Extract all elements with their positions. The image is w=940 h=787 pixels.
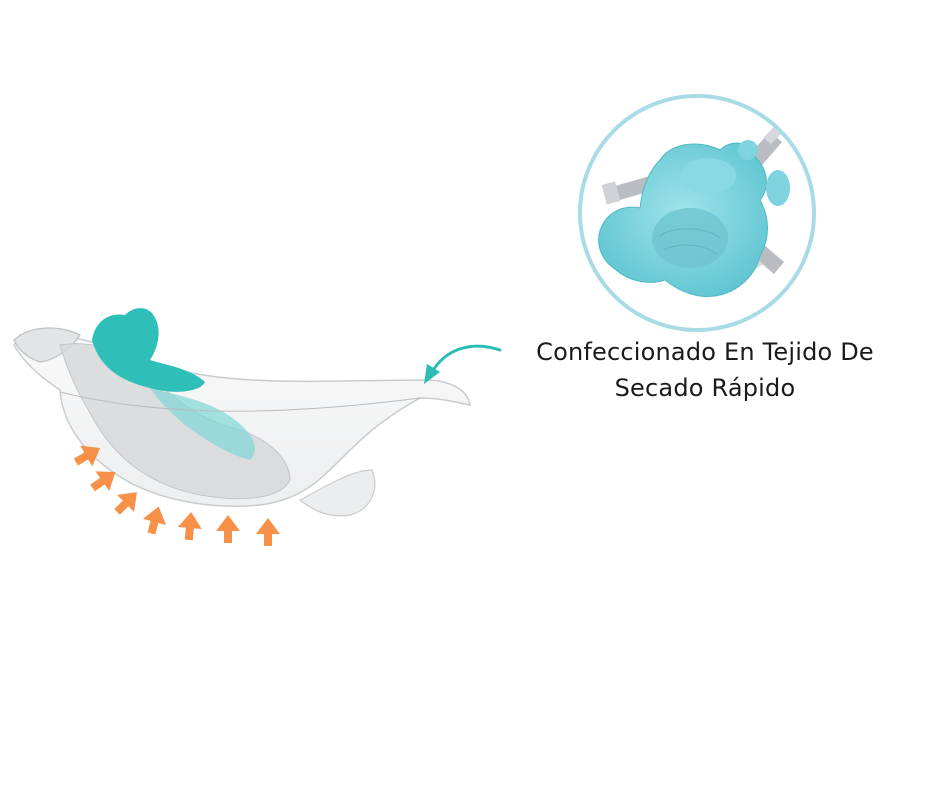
caption-line-1: Confeccionado En Tejido De — [536, 338, 874, 366]
strap-left — [615, 176, 654, 200]
up-arrow-icon — [73, 445, 101, 467]
bathtub-illustration — [13, 308, 471, 517]
water-line — [59, 391, 421, 412]
up-arrow-icon — [256, 518, 280, 546]
cushion-ear — [766, 170, 790, 206]
cushion-teal-head — [92, 308, 205, 392]
cushion-mesh — [652, 208, 728, 268]
cushion-head — [680, 158, 736, 194]
up-arrow-icon — [216, 515, 240, 543]
up-arrow-icon — [142, 506, 167, 535]
tub-foot — [298, 469, 376, 517]
up-arrow-icon — [90, 471, 116, 492]
cushion-teal-body — [150, 388, 255, 460]
up-arrow-icon — [114, 492, 137, 515]
up-arrow-icon — [177, 512, 202, 541]
product-caption: Confeccionado En Tejido De Secado Rápido — [490, 334, 920, 406]
product-closeup — [578, 94, 816, 332]
caption-line-2: Secado Rápido — [614, 374, 796, 402]
curved-arrow-icon — [424, 344, 502, 384]
